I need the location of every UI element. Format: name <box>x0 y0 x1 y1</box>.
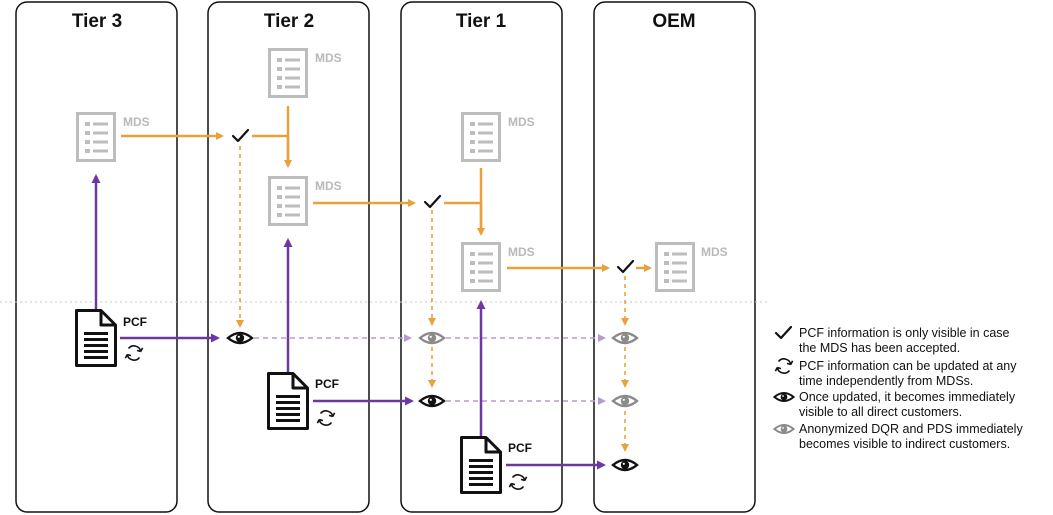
mds-document-icon <box>268 48 308 98</box>
legend-eye-black-line2: visible to all direct customers. <box>799 405 962 419</box>
mds-document-icon <box>655 242 695 292</box>
svg-text:MDS: MDS <box>508 115 535 129</box>
legend-refresh-line2: time independently from MDSs. <box>799 374 973 388</box>
mds-doc-tier1-top: MDS <box>461 112 535 162</box>
tier1-title: Tier 1 <box>456 11 507 32</box>
legend-eye-grey-line1: Anonymized DQR and PDS immediately <box>799 422 1023 436</box>
eye-grey-icon <box>773 424 795 434</box>
mds-doc-tier3: MDS <box>76 112 150 162</box>
svg-text:MDS: MDS <box>315 179 342 193</box>
mds-document-icon <box>268 176 308 226</box>
eye-black-icon <box>773 392 795 402</box>
legend-item-refresh: PCF information can be updated at any ti… <box>774 358 1017 388</box>
svg-text:MDS: MDS <box>508 245 535 259</box>
eye-grey-icon <box>611 394 639 408</box>
eye-grey-icon <box>611 331 639 345</box>
pcf-document-icon <box>75 309 117 367</box>
legend-eye-grey-line2: becomes visible to indirect customers. <box>799 437 1010 451</box>
check-icon <box>774 325 793 340</box>
legend-check-line2: the MDS has been accepted. <box>799 341 960 355</box>
legend-check-line1: PCF information is only visible in case <box>799 326 1010 340</box>
svg-text:PCF: PCF <box>123 315 147 329</box>
visibility-dashed-lines <box>236 146 629 452</box>
eye-black-icon <box>611 458 639 472</box>
svg-text:MDS: MDS <box>701 245 728 259</box>
svg-text:PCF: PCF <box>508 441 532 455</box>
legend-item-eye-grey: Anonymized DQR and PDS immediately becom… <box>773 422 1023 451</box>
mds-doc-tier1: MDS <box>461 242 535 292</box>
mds-doc-tier2: MDS <box>268 176 342 226</box>
eye-grey-icon <box>418 331 446 345</box>
mds-document-icon <box>461 242 501 292</box>
refresh-icon <box>774 358 794 374</box>
indirect-visibility-lines <box>254 334 606 405</box>
pcf-flow-lines <box>91 174 606 470</box>
pcf-doc-tier3: PCF <box>75 309 147 367</box>
svg-text:MDS: MDS <box>315 51 342 65</box>
svg-text:MDS: MDS <box>123 115 150 129</box>
eye-black-icon <box>226 331 254 345</box>
legend-item-eye-black: Once updated, it becomes immediately vis… <box>773 390 1016 419</box>
legend: PCF information is only visible in case … <box>773 325 1023 451</box>
legend-item-check: PCF information is only visible in case … <box>774 325 1010 355</box>
mds-doc-oem: MDS <box>655 242 728 292</box>
mds-flow-lines <box>121 106 652 272</box>
pcf-document-icon <box>267 372 309 430</box>
legend-eye-black-line1: Once updated, it becomes immediately <box>799 390 1016 404</box>
mds-doc-tier2-top: MDS <box>268 48 342 98</box>
pcf-doc-tier2: PCF <box>267 372 339 430</box>
tier2-title: Tier 2 <box>264 11 314 32</box>
pcf-document-icon <box>460 436 502 494</box>
mds-document-icon <box>76 112 116 162</box>
mds-document-icon <box>461 112 501 162</box>
legend-refresh-line1: PCF information can be updated at any <box>799 359 1017 373</box>
svg-text:PCF: PCF <box>315 377 339 391</box>
tier3-title: Tier 3 <box>72 11 122 32</box>
pcf-doc-tier1: PCF <box>460 436 532 494</box>
eye-black-icon <box>418 394 446 408</box>
oem-title: OEM <box>652 11 695 32</box>
